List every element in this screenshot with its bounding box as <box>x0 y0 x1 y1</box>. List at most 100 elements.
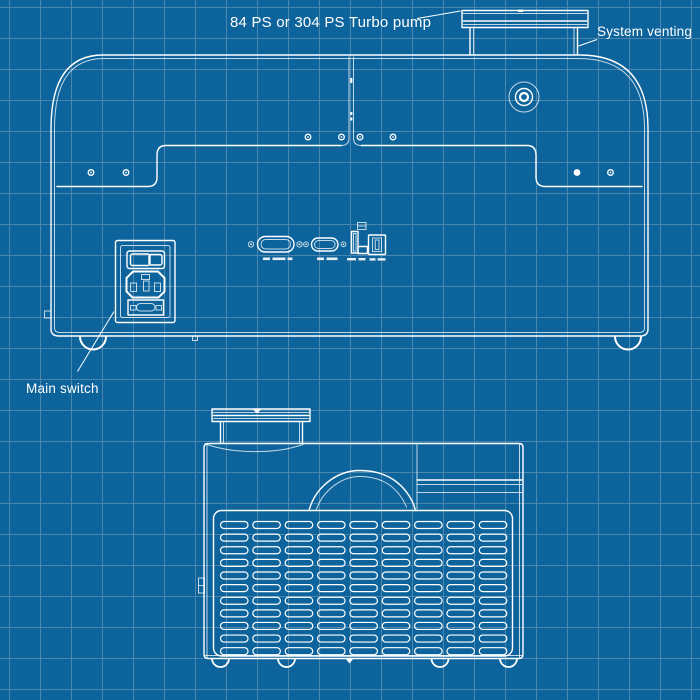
pump-neck <box>470 28 578 56</box>
bottom-view-drawing <box>199 409 524 667</box>
power-entry-module <box>116 241 176 323</box>
screw-hole <box>305 134 311 140</box>
main-switch-leader <box>78 312 115 372</box>
grille-slot <box>447 610 475 617</box>
main-switch-label: Main switch <box>26 381 99 396</box>
grille-slot <box>318 610 346 617</box>
connector-label-marks <box>263 257 386 261</box>
turbo-pump-flange-icon <box>462 9 588 28</box>
screw-hole <box>123 170 129 176</box>
vent-port-icon <box>509 82 539 112</box>
hood-outline <box>204 444 523 659</box>
bottom-view-feet <box>212 659 517 668</box>
leader-lines <box>78 11 598 372</box>
grille-slot <box>350 610 378 617</box>
grille-slot <box>382 622 410 629</box>
grille-slot <box>382 597 410 604</box>
grille-slot <box>415 547 443 554</box>
grille-slot <box>221 522 249 529</box>
grille-slot <box>253 597 281 604</box>
grille-slot <box>382 585 410 592</box>
grille-slot <box>285 522 313 529</box>
system-venting-label: System venting <box>597 24 693 39</box>
grille-slot <box>415 597 443 604</box>
iec-inlet-icon <box>127 272 165 298</box>
top-view-feet <box>80 337 641 350</box>
grille-slot <box>253 572 281 579</box>
system-venting-leader <box>579 40 598 47</box>
center-mark <box>345 658 354 664</box>
db9-connector-small-icon <box>304 238 346 251</box>
top-view-drawing <box>45 9 649 350</box>
fuse-drawer-icon <box>128 300 164 315</box>
screw-hole <box>608 170 614 176</box>
grille-slot <box>350 585 378 592</box>
grille-slot <box>415 534 443 541</box>
grille-slot <box>318 648 346 655</box>
screw-hole-center <box>359 136 361 138</box>
grille-slot <box>285 597 313 604</box>
grille-slot <box>221 585 249 592</box>
l-bracket-connector-icon <box>352 223 368 254</box>
grille-slot <box>253 547 281 554</box>
grille-slot <box>382 547 410 554</box>
grille-slot <box>415 585 443 592</box>
grille-slot <box>415 559 443 566</box>
foot-arc <box>212 659 229 668</box>
screw-hole-filled <box>573 169 581 176</box>
grille-slot <box>285 648 313 655</box>
grille-slot <box>318 522 346 529</box>
grille-slot <box>253 635 281 642</box>
grille-slot <box>318 559 346 566</box>
grille-slot <box>350 622 378 629</box>
grille-slot <box>318 585 346 592</box>
grille-slot <box>415 610 443 617</box>
bottom-notch <box>193 337 198 341</box>
grille-slot <box>479 622 507 629</box>
screw-hole-center <box>340 136 343 138</box>
cover-seam <box>57 57 642 187</box>
grille-slot <box>479 559 507 566</box>
grille-slot <box>285 559 313 566</box>
grille-slot <box>447 635 475 642</box>
grille-slot <box>447 648 475 655</box>
side-tab <box>199 578 205 593</box>
grille-slot <box>253 610 281 617</box>
screw-hole <box>357 134 363 140</box>
grille-slot <box>285 635 313 642</box>
foot-arc <box>615 337 641 350</box>
grille-slot <box>285 534 313 541</box>
screw-hole-center <box>125 171 127 174</box>
screw-hole-center <box>609 171 612 174</box>
grille-slot <box>285 547 313 554</box>
grille-slot <box>318 622 346 629</box>
rocker-switch-icon <box>127 251 165 269</box>
grille-slot <box>221 635 249 642</box>
grille-slot <box>415 622 443 629</box>
foot-arc <box>500 659 517 668</box>
grille-slot <box>285 585 313 592</box>
grille-slot <box>479 547 507 554</box>
housing-outline <box>45 55 649 341</box>
connector-row <box>248 223 385 261</box>
grille-slot <box>221 547 249 554</box>
grille-slot <box>253 534 281 541</box>
grille-slot <box>350 547 378 554</box>
pump-flange-icon <box>212 409 310 422</box>
pump-neck <box>221 422 303 444</box>
grille-slots <box>221 522 507 655</box>
grille-slot <box>253 622 281 629</box>
grille-slot <box>253 648 281 655</box>
grille-slot <box>415 648 443 655</box>
grille-slot <box>318 635 346 642</box>
grille-slot <box>253 559 281 566</box>
grille-slot <box>285 572 313 579</box>
foot-arc <box>278 659 295 668</box>
grille-slot <box>350 597 378 604</box>
screw-hole-center <box>90 171 92 174</box>
grille-slot <box>318 597 346 604</box>
grille-slot <box>350 648 378 655</box>
grille-slot <box>447 547 475 554</box>
grille-slot <box>350 572 378 579</box>
